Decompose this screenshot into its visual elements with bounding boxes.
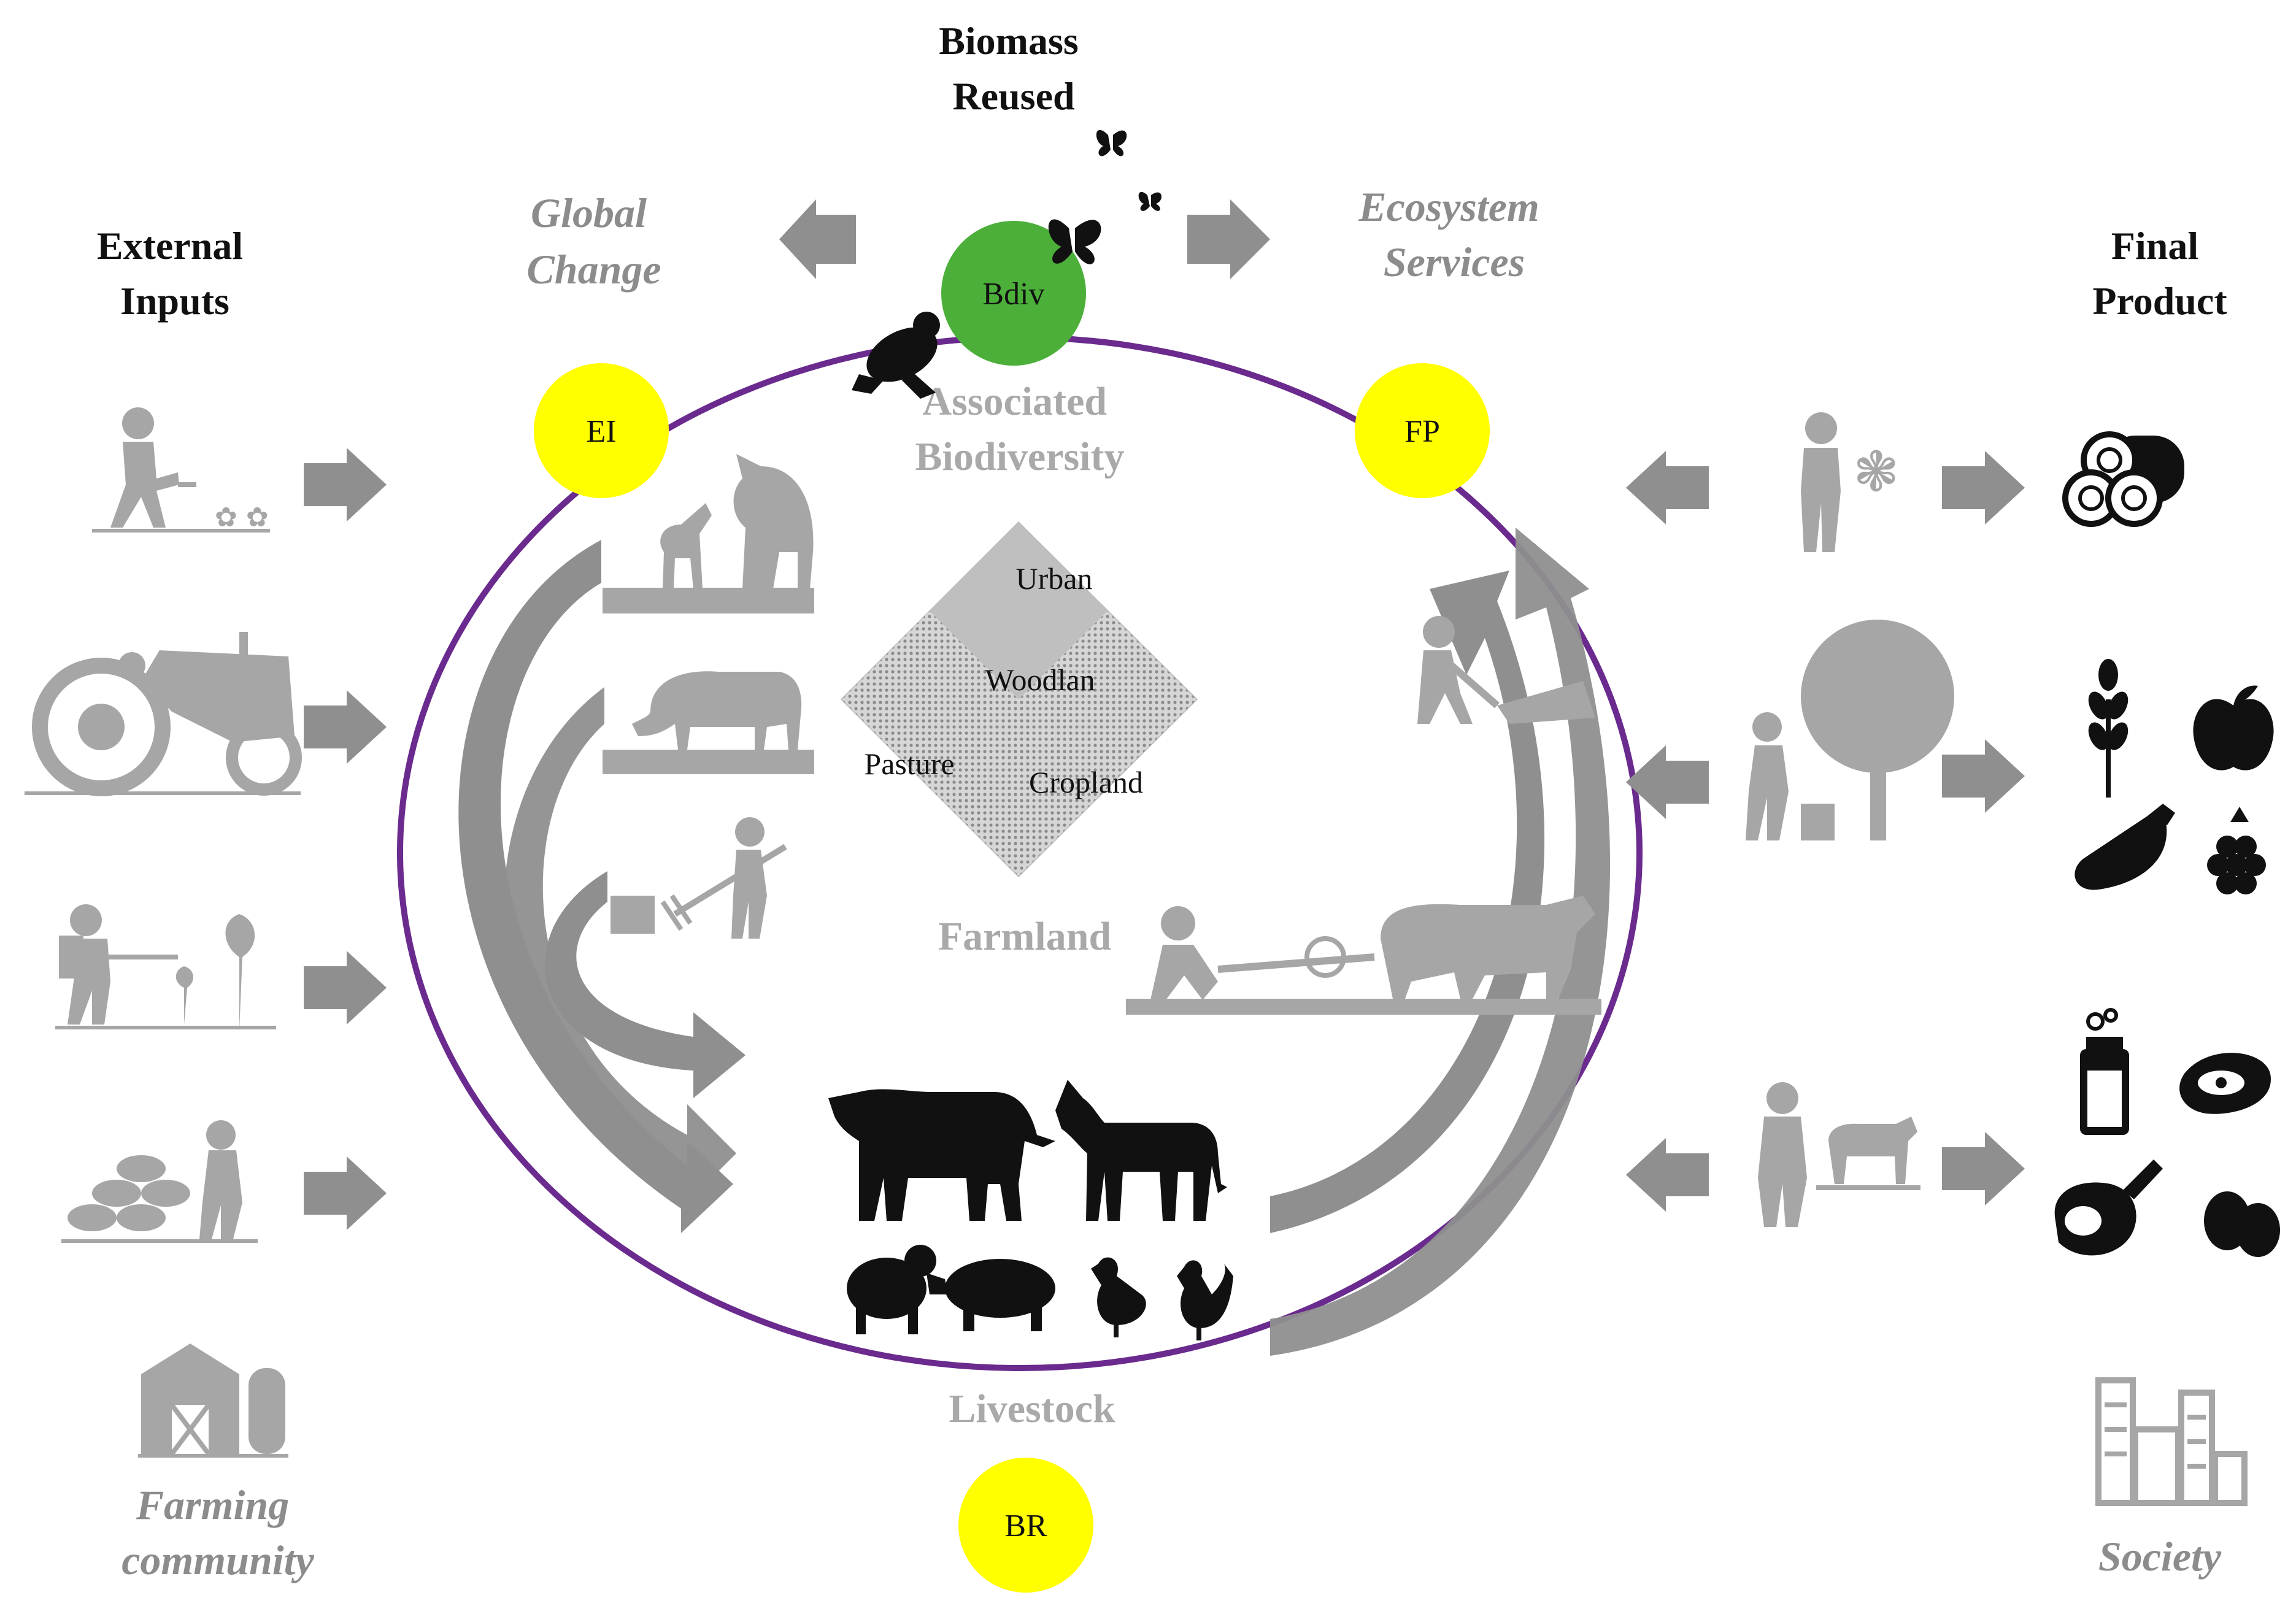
forester-icon: ❃	[1801, 412, 1899, 552]
blackberry-icon	[2207, 807, 2266, 894]
eggplant-icon	[2074, 804, 2175, 890]
br-node-label: BR	[1004, 1509, 1047, 1544]
farming-community-label: Farming community	[121, 1482, 314, 1583]
associated-biodiversity-label: Associated Biodiversity	[915, 379, 1125, 479]
sprayer-icon	[55, 904, 276, 1031]
global-change-arrow	[779, 199, 856, 279]
urban-label: Urban	[1016, 561, 1093, 596]
product-arrow-3	[1942, 1132, 2025, 1205]
fruit-picker-icon	[1746, 620, 1954, 840]
duck-icon	[1091, 1257, 1146, 1337]
logs-icon	[2062, 431, 2184, 527]
global-change-label: Global Change	[526, 190, 661, 293]
city-icon	[2095, 1377, 2248, 1506]
plough-ox-icon	[1126, 896, 1601, 1015]
ei-node-label: EI	[586, 414, 616, 449]
ham-icon	[2054, 1159, 2163, 1256]
feed-sacks-icon	[61, 1120, 258, 1243]
ecosystem-services-label: Ecosystem Services	[1358, 183, 1550, 285]
farmland-label: Farmland	[938, 914, 1111, 959]
tractor-icon	[25, 632, 302, 796]
woodland-label: Woodlan	[985, 663, 1095, 697]
inflow-arrows	[458, 540, 745, 1233]
land-use-mosaic: Urban Woodlan Pasture Cropland	[840, 521, 1198, 878]
donkey-icon	[1055, 1080, 1227, 1221]
hen-icon	[1177, 1260, 1233, 1340]
br-node: BR	[958, 1458, 1093, 1593]
pig-icon	[926, 1259, 1055, 1331]
outflow-arrows	[1270, 528, 1611, 1356]
feedback-arrow-2	[1626, 745, 1709, 819]
eggs-icon	[2204, 1191, 2280, 1257]
biomass-reused-header: Biomass Reused	[939, 19, 1088, 118]
sheep-icon	[847, 1245, 936, 1334]
butterfly-icon	[1048, 129, 1162, 264]
product-arrow-1	[1942, 451, 2025, 525]
ecosystem-services-arrow	[1187, 199, 1270, 279]
input-arrow-4	[304, 1156, 387, 1230]
frog-icon	[852, 312, 940, 399]
milk-jar-icon	[2080, 1008, 2129, 1135]
bdiv-node: Bdiv	[941, 221, 1086, 366]
input-arrow-2	[304, 690, 387, 764]
cropland-label: Cropland	[1029, 765, 1143, 799]
input-arrow-1	[304, 448, 387, 521]
cow-grazing-icon	[603, 671, 814, 774]
steak-icon	[2179, 1053, 2271, 1114]
farmer-pitchfork-icon	[611, 817, 787, 939]
fp-node: FP	[1355, 363, 1490, 498]
wheat-icon	[2088, 659, 2128, 798]
apple-icon	[2193, 685, 2274, 771]
society-label: Society	[2098, 1533, 2222, 1580]
ei-node: EI	[534, 363, 669, 498]
dairy-farmer-icon	[1758, 1082, 1920, 1227]
livestock-label: Livestock	[949, 1386, 1115, 1431]
svg-text:❃: ❃	[1853, 440, 1899, 504]
feedback-arrow-3	[1626, 1138, 1709, 1212]
barn-silo-icon	[138, 1344, 288, 1458]
product-arrow-2	[1942, 739, 2025, 813]
pasture-label: Pasture	[864, 747, 954, 781]
farmer-shovel-icon	[1417, 616, 1595, 724]
bdiv-node-label: Bdiv	[982, 277, 1044, 312]
feedback-arrow-1	[1626, 451, 1709, 525]
external-inputs-header: External Inputs	[97, 224, 253, 323]
input-arrow-3	[304, 951, 387, 1025]
svg-text:✿ ✿: ✿ ✿	[215, 502, 269, 533]
farmer-planting-icon: ✿ ✿	[92, 407, 270, 533]
cattle-icon	[828, 1089, 1055, 1221]
horse-icon	[603, 454, 814, 613]
fp-node-label: FP	[1404, 414, 1440, 449]
final-product-header: Final Product	[2092, 224, 2227, 323]
